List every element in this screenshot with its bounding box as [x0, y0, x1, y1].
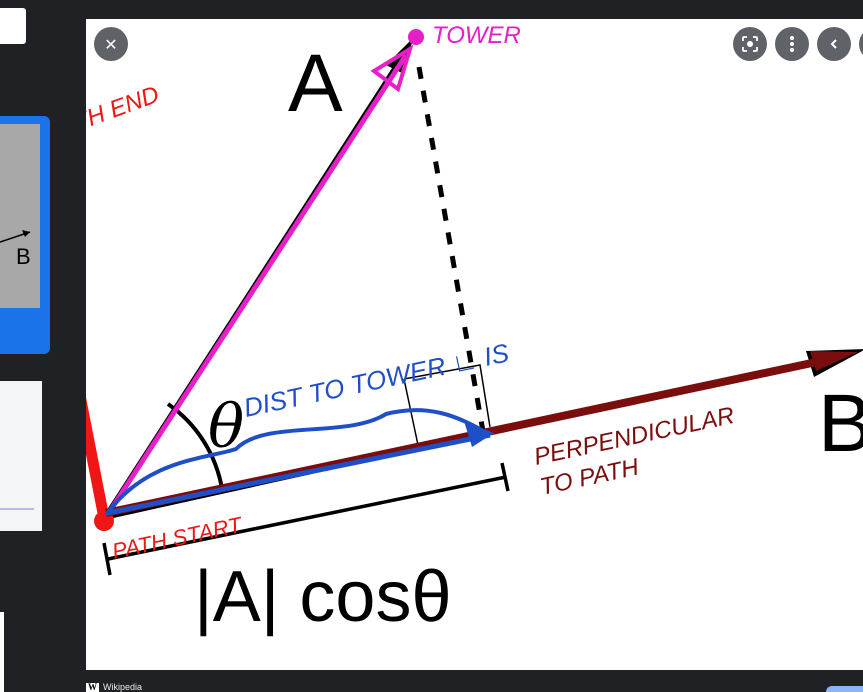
source-attribution[interactable]: W Wikipedia — [86, 683, 386, 692]
source-site: Wikipedia — [103, 683, 143, 692]
red-path-line — [86, 397, 110, 524]
thumbnail-label-b: B — [16, 244, 31, 269]
thumbnail-selected[interactable]: B — [0, 116, 50, 354]
close-icon: ✕ — [104, 34, 118, 54]
right-angle-marker — [403, 364, 491, 428]
distance-annotation: DIST TO TOWER ∟ IS — [241, 337, 512, 423]
projection-bracket-end — [500, 462, 510, 492]
more-vertical-icon — [790, 36, 794, 52]
projection-bracket-start — [102, 542, 112, 576]
previous-image-button[interactable] — [817, 27, 851, 61]
visit-button[interactable] — [826, 686, 863, 692]
chevron-left-icon — [830, 39, 837, 49]
blue-distance-line — [107, 432, 491, 516]
vector-projection-image: A B θ |A| cosθ TOWER PATH END PATH START… — [86, 22, 863, 637]
projection-dashed-line — [416, 66, 487, 438]
lens-button[interactable] — [733, 27, 767, 61]
wikipedia-badge: W — [86, 683, 99, 692]
close-button[interactable]: ✕ — [94, 27, 128, 61]
dark-red-path-head — [810, 351, 858, 371]
more-options-button[interactable] — [775, 27, 809, 61]
lens-icon — [742, 36, 758, 52]
thumbnail-selected-image: B — [0, 124, 40, 308]
magenta-vector-a — [107, 53, 409, 513]
projection-bracket-line — [107, 475, 507, 561]
image-viewer[interactable]: A B θ |A| cosθ TOWER PATH END PATH START… — [86, 19, 863, 670]
formula-label: |A| cosθ — [194, 557, 452, 637]
tower-annotation: TOWER — [432, 22, 521, 49]
blue-distance-head — [464, 421, 494, 447]
magenta-vector-a-head — [370, 44, 414, 93]
label-b: B — [818, 378, 863, 469]
next-image-button[interactable] — [859, 27, 863, 61]
thumbnail-previous[interactable] — [0, 8, 26, 44]
thumbnail-arrow-head — [22, 230, 30, 237]
label-a: A — [288, 38, 343, 129]
path-end-annotation: PATH END — [86, 81, 163, 147]
thumbnail-next[interactable] — [0, 381, 42, 531]
thumbnail-more[interactable] — [0, 612, 4, 692]
blue-distance-curve — [104, 408, 492, 517]
tower-point — [408, 29, 424, 45]
